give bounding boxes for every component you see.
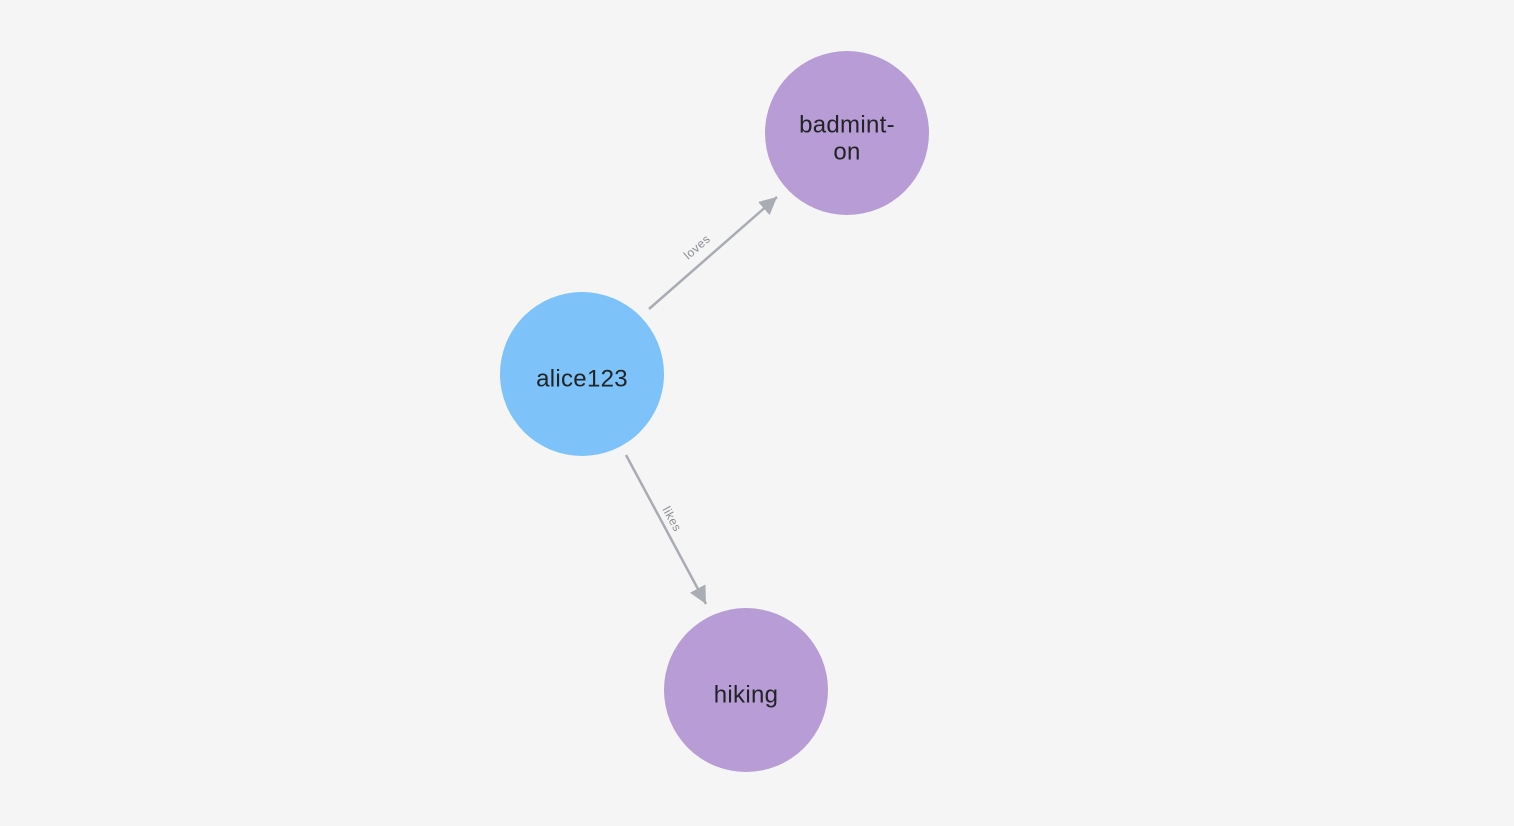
edge-loves[interactable] <box>648 196 778 310</box>
node-badminton[interactable] <box>765 51 929 215</box>
node-hiking[interactable] <box>664 608 828 772</box>
edge-label-likes: likes <box>659 504 684 534</box>
node-alice123[interactable] <box>500 292 664 456</box>
edge-likes[interactable] <box>624 454 708 605</box>
